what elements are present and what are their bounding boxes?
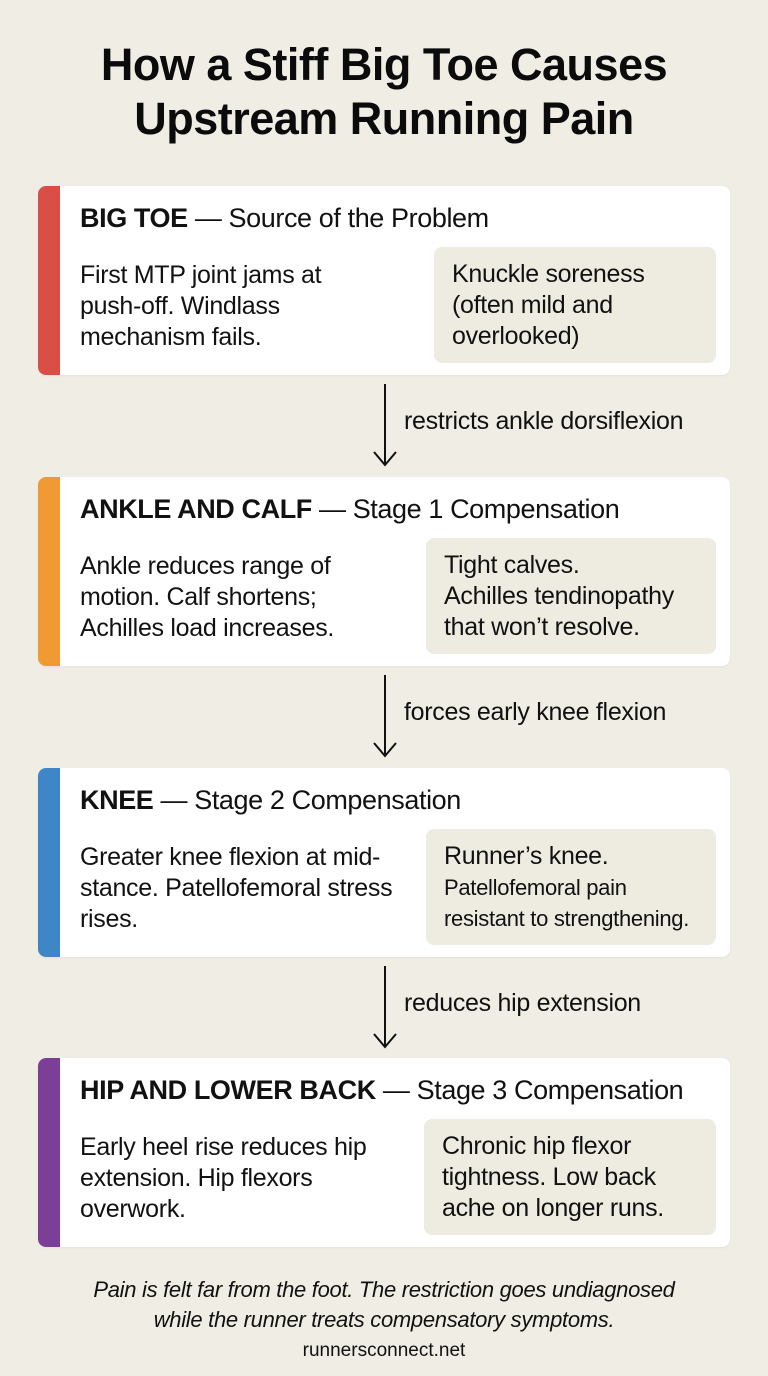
accent-bar: [38, 1058, 60, 1247]
symptom-box: Runner’s knee. Patellofemoral pain resis…: [426, 829, 716, 945]
footnote-line-1: Pain is felt far from the foot. The rest…: [93, 1277, 675, 1302]
stage-region: KNEE: [80, 785, 154, 815]
connector-3: reduces hip extension: [360, 962, 760, 1052]
accent-bar: [38, 477, 60, 666]
symptom-rest: tightness. Low back ache on longer runs.: [442, 1163, 664, 1222]
symptom-line-1: Knuckle soreness: [452, 260, 645, 288]
symptom-line-1: Chronic hip flexor: [442, 1132, 632, 1160]
connector-1: restricts ankle dorsiflexion: [360, 380, 760, 470]
stage-description: Early heel rise reduces hip extension. H…: [80, 1133, 367, 1223]
arrow-down-icon: [373, 675, 397, 758]
connector-label: forces early knee flexion: [404, 698, 667, 726]
symptom-box: Knuckle soreness (often mild and overloo…: [434, 247, 716, 363]
stage-subtitle: — Stage 3 Compensation: [375, 1075, 684, 1105]
arrow-down-icon: [373, 966, 397, 1049]
stage-card-big-toe: BIG TOE — Source of the Problem First MT…: [38, 186, 730, 375]
stage-subtitle: — Stage 2 Compensation: [153, 785, 462, 815]
symptom-rest: Patellofemoral pain resistant to strengt…: [444, 875, 690, 931]
page-title: How a Stiff Big Toe Causes Upstream Runn…: [0, 38, 768, 146]
title-line-1: How a Stiff Big Toe Causes: [100, 39, 668, 90]
arrow-down-icon: [373, 384, 397, 467]
accent-bar: [38, 768, 60, 957]
stage-heading: ANKLE AND CALF — Stage 1 Compensation: [80, 493, 620, 525]
connector-label: restricts ankle dorsiflexion: [404, 407, 684, 435]
stage-card-knee: KNEE — Stage 2 Compensation Greater knee…: [38, 768, 730, 957]
title-line-2: Upstream Running Pain: [134, 93, 634, 144]
stage-subtitle: — Stage 1 Compensation: [311, 494, 620, 524]
stage-card-ankle-calf: ANKLE AND CALF — Stage 1 Compensation An…: [38, 477, 730, 666]
stage-heading: KNEE — Stage 2 Compensation: [80, 784, 461, 816]
source-credit: runnersconnect.net: [302, 1340, 466, 1361]
symptom-rest: (often mild and overlooked): [452, 291, 613, 350]
stage-description: Greater knee flexion at mid-stance. Pate…: [80, 843, 393, 933]
stage-subtitle: — Source of the Problem: [187, 203, 489, 233]
stage-card-hip-lower-back: HIP AND LOWER BACK — Stage 3 Compensatio…: [38, 1058, 730, 1247]
symptom-rest: Achilles tendinopathy that won’t resolve…: [444, 582, 674, 641]
symptom-line-1: Tight calves.: [444, 551, 580, 579]
symptom-box: Tight calves. Achilles tendinopathy that…: [426, 538, 716, 654]
stage-region: BIG TOE: [80, 203, 188, 233]
stage-heading: HIP AND LOWER BACK — Stage 3 Compensatio…: [80, 1074, 684, 1106]
stage-description: Ankle reduces range of motion. Calf shor…: [80, 552, 335, 642]
connector-2: forces early knee flexion: [360, 671, 760, 761]
footnote: Pain is felt far from the foot. The rest…: [0, 1275, 768, 1335]
stage-description: First MTP joint jams at push-off. Windla…: [80, 261, 322, 351]
connector-label: reduces hip extension: [404, 989, 641, 1017]
symptom-box: Chronic hip flexor tightness. Low back a…: [424, 1119, 716, 1235]
stage-region: HIP AND LOWER BACK: [80, 1075, 376, 1105]
footnote-line-2: while the runner treats compensatory sym…: [153, 1307, 615, 1332]
accent-bar: [38, 186, 60, 375]
symptom-line-1: Runner’s knee.: [444, 842, 609, 870]
stage-region: ANKLE AND CALF: [80, 494, 312, 524]
stage-heading: BIG TOE — Source of the Problem: [80, 202, 489, 234]
